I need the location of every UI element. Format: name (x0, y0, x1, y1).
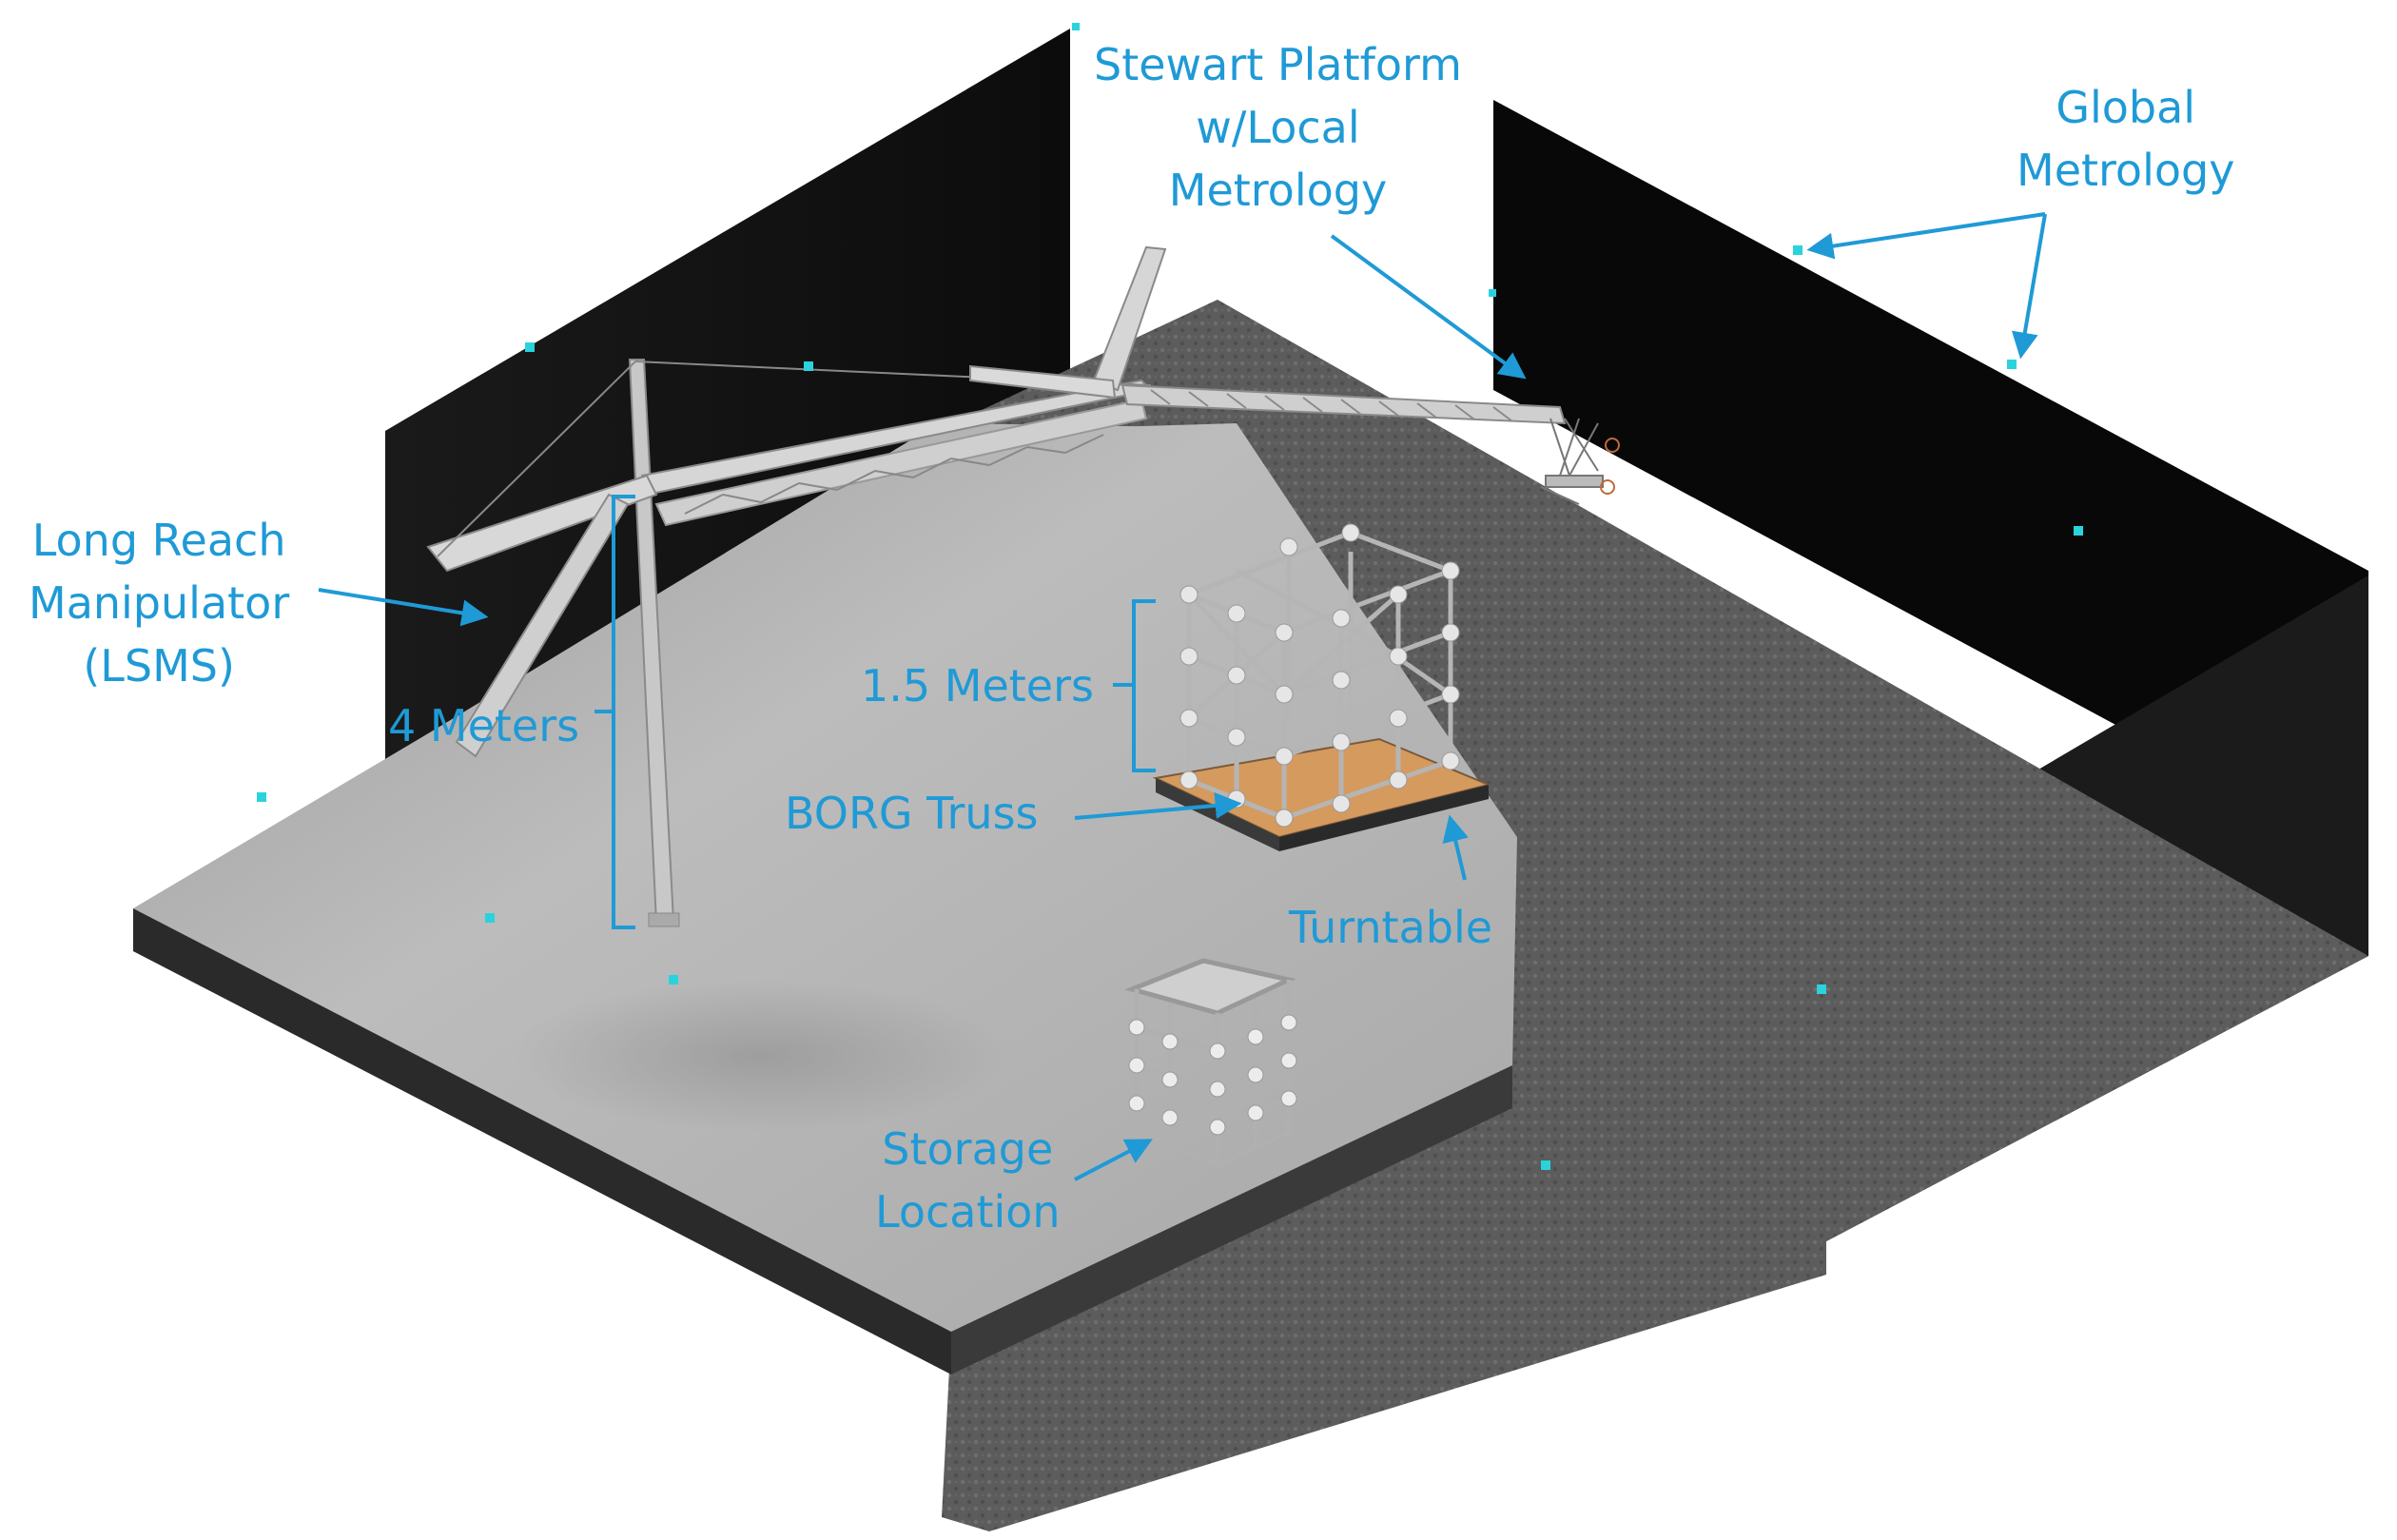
label-stewart-line-1: Stewart Platform (1094, 39, 1462, 90)
label-stewart-line-2: w/Local (1196, 102, 1360, 153)
label-borg-truss-text: BORG Truss (785, 788, 1039, 839)
label-lrm-line-1: Long Reach (31, 515, 286, 566)
annotation-arrows (318, 212, 2047, 1181)
label-1-5-meters: 1.5 Meters (861, 654, 1094, 717)
label-global-metrology: Global Metrology (2017, 76, 2234, 202)
borg-truss-nodes (1179, 523, 1460, 828)
turntable-base-right (1279, 785, 1489, 851)
label-4-meters-text: 4 Meters (388, 700, 580, 751)
platform-edge-left (133, 908, 951, 1374)
manipulator-shadow (514, 980, 1008, 1132)
label-global-line-1: Global (2056, 82, 2196, 133)
metrology-markers (257, 23, 2083, 1170)
label-turntable: Turntable (1289, 896, 1492, 959)
label-borg-truss: BORG Truss (785, 782, 1039, 845)
dark-carpet-floor (923, 300, 2368, 1531)
label-4-meters: 4 Meters (388, 694, 579, 757)
label-turntable-text: Turntable (1289, 902, 1493, 953)
label-stewart-line-3: Metrology (1168, 165, 1388, 216)
label-long-reach-manipulator: Long Reach Manipulator (LSMS) (29, 509, 289, 697)
label-lrm-line-3: (LSMS) (83, 640, 235, 692)
storage-stack-nodes (1128, 1014, 1297, 1136)
label-stewart-platform: Stewart Platform w/Local Metrology (1094, 33, 1462, 222)
platform-edge-right (951, 1065, 1512, 1374)
label-global-line-2: Metrology (2017, 145, 2235, 196)
stewart-platform (1540, 418, 1620, 505)
back-right-wall (1493, 100, 2368, 861)
label-storage-line-2: Location (875, 1186, 1061, 1238)
label-storage-line-1: Storage (882, 1123, 1054, 1175)
label-lrm-line-2: Manipulator (29, 577, 290, 629)
label-storage-location: Storage Location (875, 1118, 1061, 1243)
label-1-5-meters-text: 1.5 Meters (861, 660, 1094, 712)
long-reach-manipulator (426, 245, 1567, 927)
